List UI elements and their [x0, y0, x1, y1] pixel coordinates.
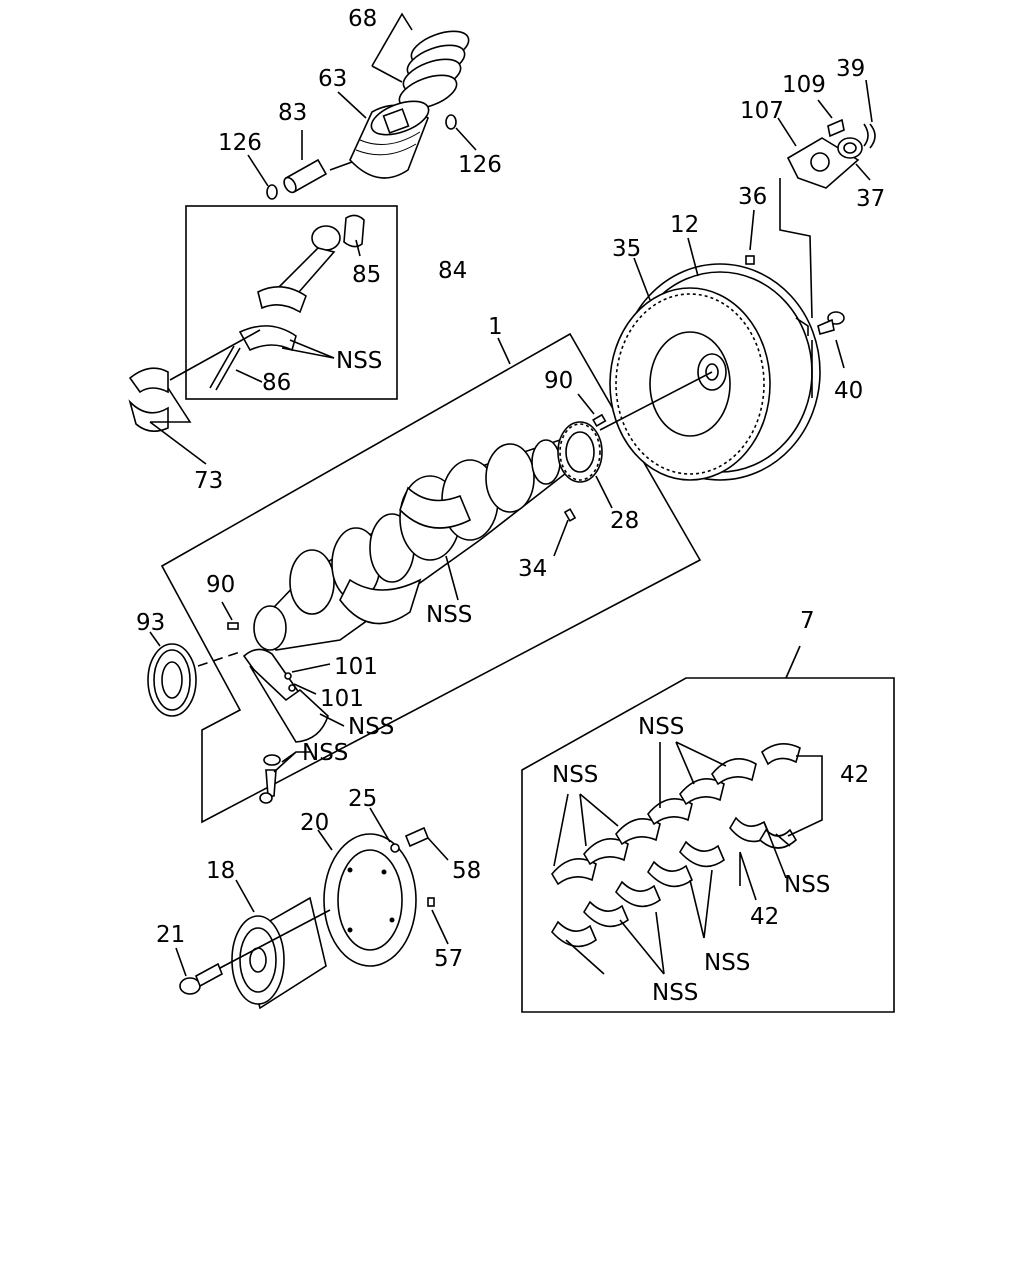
- crankshaft: [253, 438, 571, 651]
- small-end-bushing: [343, 214, 365, 248]
- rod-bolt: [209, 345, 241, 391]
- nss-bearing-right: NSS: [784, 872, 830, 898]
- pulley-pin: [427, 897, 435, 907]
- callout-107: 107: [740, 98, 784, 124]
- pulley-bolt: [179, 962, 224, 995]
- callout-28: 28: [610, 508, 639, 534]
- callout-58: 58: [452, 858, 481, 884]
- callout-86: 86: [262, 370, 291, 396]
- callout-18: 18: [206, 858, 235, 884]
- thrust-bearing: [242, 648, 329, 743]
- nss-bearing-top: NSS: [638, 714, 684, 740]
- main-bearing-shells: [551, 743, 801, 948]
- connecting-rod: [238, 225, 341, 352]
- callout-20: 20: [300, 810, 329, 836]
- callout-37: 37: [856, 186, 885, 212]
- callout-90-gear: 90: [544, 368, 573, 394]
- callout-42-upper: 42: [840, 762, 869, 788]
- callout-35: 35: [612, 236, 641, 262]
- callout-101-lower: 101: [320, 686, 364, 712]
- callout-68: 68: [348, 6, 377, 32]
- callout-34: 34: [518, 556, 547, 582]
- callout-1: 1: [488, 314, 503, 340]
- callout-63: 63: [318, 66, 347, 92]
- crankshaft-box: [160, 332, 702, 824]
- gear-pin: [592, 413, 607, 428]
- callout-73: 73: [194, 468, 223, 494]
- nss-crankshaft: NSS: [426, 602, 472, 628]
- piston-pin: [283, 158, 328, 194]
- main-bearing-bolt: [259, 754, 281, 804]
- pulley-bolt-58: [404, 826, 430, 848]
- callout-40: 40: [834, 378, 863, 404]
- crank-gear: [557, 421, 603, 483]
- front-oil-seal: [147, 643, 197, 717]
- callout-126-left: 126: [218, 130, 262, 156]
- snap-ring-right: [445, 114, 457, 130]
- flywheel-bolt: [817, 311, 845, 335]
- nss-bearing-left: NSS: [552, 762, 598, 788]
- callout-7: 7: [800, 608, 815, 634]
- callout-85: 85: [352, 262, 381, 288]
- nss-thrust-bearing: NSS: [348, 714, 394, 740]
- pilot-bearing: [837, 137, 863, 159]
- snap-ring-left: [266, 184, 278, 200]
- callout-57: 57: [434, 946, 463, 972]
- crank-pulley: [323, 833, 417, 967]
- retainer-bolt: [827, 118, 845, 138]
- callout-84: 84: [438, 258, 467, 284]
- nss-connecting-rod: NSS: [336, 348, 382, 374]
- flywheel-dowel: [745, 255, 755, 265]
- rod-bearing: [128, 367, 169, 432]
- torsional-damper: [231, 896, 327, 1010]
- bearing-set-box: [521, 677, 895, 1013]
- piston-rings: [371, 12, 470, 110]
- callout-36: 36: [738, 184, 767, 210]
- callout-93: 93: [136, 610, 165, 636]
- callout-101-upper: 101: [334, 654, 378, 680]
- pulley-washer: [390, 843, 400, 853]
- callout-126-right: 126: [458, 152, 502, 178]
- piston: [329, 100, 430, 179]
- connecting-rod-box: [185, 205, 398, 400]
- nss-bearing-bottom-1: NSS: [704, 950, 750, 976]
- callout-21: 21: [156, 922, 185, 948]
- snap-ring-pilot: [863, 123, 876, 149]
- callout-83: 83: [278, 100, 307, 126]
- key: [563, 508, 577, 522]
- dowel-pin: [227, 622, 239, 630]
- callout-42-lower: 42: [750, 904, 779, 930]
- nss-bearing-bottom-2: NSS: [652, 980, 698, 1006]
- callout-25: 25: [348, 786, 377, 812]
- callout-109: 109: [782, 72, 826, 98]
- nss-bearing-bolt: NSS: [302, 740, 348, 766]
- callout-39: 39: [836, 56, 865, 82]
- callout-90-crank: 90: [206, 572, 235, 598]
- callout-12: 12: [670, 212, 699, 238]
